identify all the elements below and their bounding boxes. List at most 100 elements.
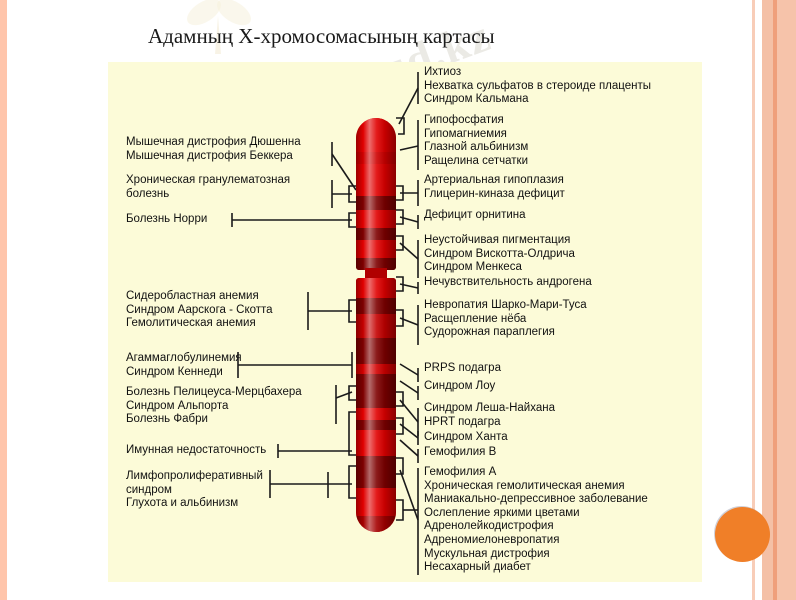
label-lesch-nyhan-group: Синдром Леша-Найхана HPRT подагра	[424, 402, 555, 429]
label-line: Дефицит орнитина	[424, 209, 526, 221]
right-edge-stripe-4	[777, 0, 796, 600]
label-line: Адреномиелоневропатия	[424, 533, 560, 546]
label-line: Ихтиоз	[424, 66, 462, 78]
label-line: Лимфопролиферативный	[126, 470, 263, 482]
label-lymphoproliferative: Лимфопролиферативный синдром Глухота и а…	[126, 470, 263, 511]
label-line: Синдром Кеннеди	[126, 365, 223, 378]
label-line: Хроническая гранулематозная	[126, 174, 291, 186]
band	[356, 364, 396, 374]
band	[356, 118, 396, 152]
label-line: Хроническая гемолитическая анемия	[424, 479, 625, 492]
label-norrie: Болезнь Норри	[126, 213, 207, 227]
label-line: Синдром Аарскога - Скотта	[126, 303, 273, 316]
label-line: Синдром Вискотта-Олдрича	[424, 247, 575, 260]
label-line: Агаммаглобулинемия	[126, 352, 242, 364]
band	[356, 430, 396, 456]
label-line: PRPS подагра	[424, 362, 501, 374]
chromosome-long-arm	[356, 278, 396, 532]
band	[356, 314, 396, 338]
label-line: Синдром Менкеса	[424, 261, 522, 274]
band	[356, 516, 396, 532]
label-line: Артериальная гипоплазия	[424, 174, 564, 186]
label-line: Имунная недостаточность	[126, 444, 267, 456]
band	[356, 164, 396, 196]
orange-accent-circle	[715, 507, 770, 562]
label-line: Гемолитическая анемия	[126, 317, 256, 330]
label-line: Гипомагниемия	[424, 127, 507, 140]
left-edge-stripe	[0, 0, 7, 600]
label-line: Синдром Кальмана	[424, 93, 529, 106]
label-line: HPRT подагра	[424, 415, 501, 428]
band	[356, 374, 396, 408]
band	[356, 456, 396, 488]
label-androgen: Нечувствительность андрогена	[424, 276, 592, 290]
label-line: Неустойчивая пигментация	[424, 234, 571, 246]
label-line: Глицерин-киназа дефицит	[424, 187, 565, 200]
label-hemophilia-a-group: Гемофилия А Хроническая гемолитическая а…	[424, 466, 648, 575]
label-hemophilia-b: Гемофилия В	[424, 446, 496, 460]
label-prps: PRPS подагра	[424, 362, 501, 376]
label-line: Адренолейкодистрофия	[424, 520, 554, 533]
band	[356, 420, 396, 430]
label-pelizaeus-alport-fabry: Болезнь Пелицеуса-Мерцбахера Синдром Аль…	[126, 386, 302, 427]
label-line: болезнь	[126, 187, 170, 200]
centromere	[356, 268, 396, 280]
label-line: Гемофилия А	[424, 466, 497, 478]
label-line: Маниакально-депрессивное заболевание	[424, 493, 648, 506]
label-line: Ращелина сетчатки	[424, 154, 528, 167]
label-line: Мускульная дистрофия	[424, 547, 550, 560]
right-edge-stripe-1	[752, 0, 755, 600]
label-hypophosphatia-group: Гипофосфатия Гипомагниемия Глазной альби…	[424, 114, 528, 168]
right-edge-stripe-3	[773, 0, 777, 600]
label-line: Синдром Лоу	[424, 380, 496, 392]
band	[356, 196, 396, 210]
band	[356, 152, 396, 164]
label-line: Болезнь Пелицеуса-Мерцбахера	[126, 386, 302, 398]
label-line: Гемофилия В	[424, 446, 497, 458]
band	[356, 258, 396, 270]
label-line: Синдром Ханта	[424, 431, 508, 443]
band	[356, 488, 396, 516]
label-sideroblastic-group: Сидеробластная анемия Синдром Аарскога -…	[126, 290, 273, 331]
label-line: Синдром Леша-Найхана	[424, 402, 555, 414]
label-line: Несахарный диабет	[424, 561, 531, 574]
chromosome-short-arm	[356, 118, 396, 270]
label-charcot-group: Невропатия Шарко-Мари-Туса Расщепление н…	[424, 299, 587, 340]
label-line: Глухота и альбинизм	[126, 497, 239, 510]
band	[356, 228, 396, 240]
label-duchenne-becker: Мышечная дистрофия Дюшенна Мышечная дист…	[126, 136, 301, 163]
label-line: Синдром Альпорта	[126, 399, 229, 412]
label-ichthyosis-group: Ихтиоз Нехватка сульфатов в стероиде пла…	[424, 66, 651, 107]
label-line: Болезнь Фабри	[126, 413, 208, 426]
band	[356, 408, 396, 420]
label-line: Глазной альбинизм	[424, 141, 529, 154]
label-line: Болезнь Норри	[126, 213, 208, 225]
label-immune-deficiency: Имунная недостаточность	[126, 444, 266, 458]
band	[356, 338, 396, 364]
label-line: Мышечная дистрофия Беккера	[126, 149, 293, 162]
band	[356, 278, 396, 298]
label-lowe: Синдром Лоу	[424, 380, 495, 394]
label-agammaglobulinemia: Агаммаглобулинемия Синдром Кеннеди	[126, 352, 242, 379]
label-line: синдром	[126, 483, 172, 496]
band	[356, 240, 396, 258]
label-line: Сидеробластная анемия	[126, 290, 259, 302]
label-line: Гипофосфатия	[424, 114, 504, 126]
band	[356, 298, 396, 314]
right-edge-stripe-2	[762, 0, 773, 600]
label-line: Расщепление нёба	[424, 312, 527, 325]
label-line: Мышечная дистрофия Дюшенна	[126, 136, 301, 148]
x-chromosome-diagram	[356, 118, 396, 532]
label-line: Нечувствительность андрогена	[424, 276, 592, 288]
label-line: Ослепление яркими цветами	[424, 506, 580, 519]
label-line: Невропатия Шарко-Мари-Туса	[424, 299, 587, 311]
label-pigmentation-group: Неустойчивая пигментация Синдром Вискотт…	[424, 234, 575, 275]
page-title: Адамның X-хромосомасының картасы	[148, 24, 495, 48]
label-ornithine: Дефицит орнитина	[424, 209, 526, 223]
label-chronic-granulomatous: Хроническая гранулематозная болезнь	[126, 174, 290, 201]
band	[356, 210, 396, 228]
label-hunter: Синдром Ханта	[424, 431, 508, 445]
label-arterial-hypoplasia-group: Артериальная гипоплазия Глицерин-киназа …	[424, 174, 565, 201]
label-line: Нехватка сульфатов в стероиде плаценты	[424, 79, 652, 92]
